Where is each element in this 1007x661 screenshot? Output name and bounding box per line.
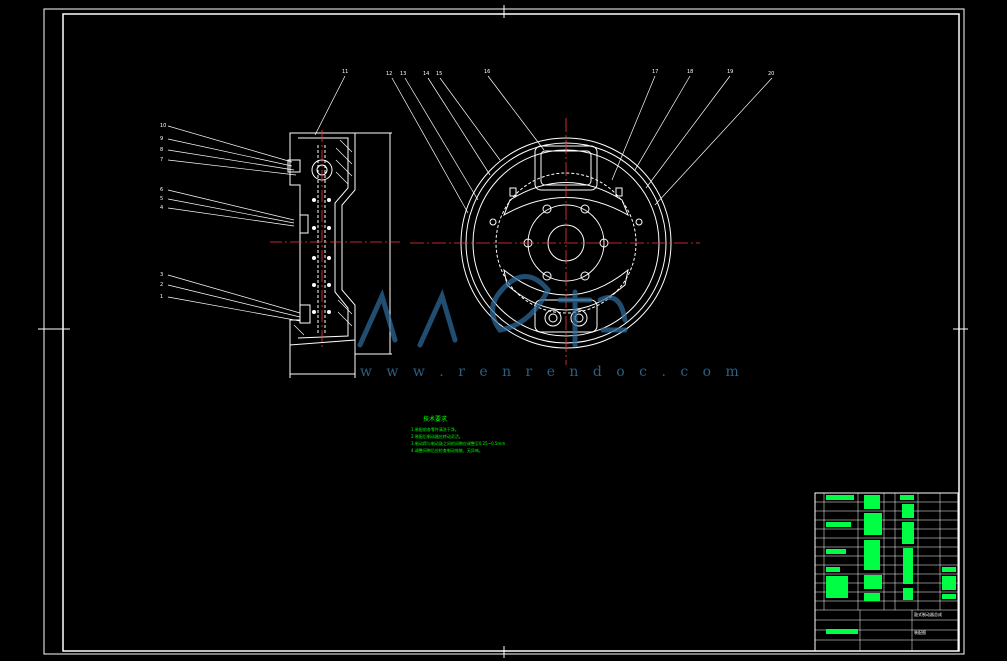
technical-notes: 技术要求 1.装配前各零件清洗干净。 2.装配后制动器应转动灵活。 3.制动蹄与… [411, 415, 505, 453]
section-view [287, 132, 392, 378]
callout-label: 16 [484, 69, 490, 75]
section-hatching [293, 139, 353, 336]
callout-label: 3 [160, 272, 163, 278]
title-block-name: 鼓式制动器总成 [914, 611, 942, 617]
callout-label: 5 [160, 196, 163, 202]
callout-label: 13 [400, 71, 406, 77]
callout-label: 9 [160, 136, 163, 142]
callout-label: 11 [342, 69, 348, 75]
callout-label: 14 [423, 71, 429, 77]
callout-label: 18 [687, 69, 693, 75]
title-block: 鼓式制动器总成 装配图 [814, 492, 959, 652]
callout-label: 2 [160, 282, 163, 288]
callout-label: 8 [160, 147, 163, 153]
callout-label: 10 [160, 123, 166, 129]
note-line: 3.制动蹄与制动鼓之间的间隙应调整至0.25~0.5mm [411, 440, 505, 446]
watermark-url: w w w . r e n r e n d o c . c o m [360, 364, 744, 380]
callout-label: 4 [160, 205, 163, 211]
callout-label: 1 [160, 294, 163, 300]
front-callouts: 12 13 14 15 16 17 18 19 20 [386, 69, 774, 77]
note-line: 4.调整间隙后应检查制动效能，无异响。 [411, 447, 483, 453]
notes-title: 技术要求 [423, 415, 447, 423]
front-leaders [391, 75, 773, 214]
note-line: 1.装配前各零件清洗干净。 [411, 426, 459, 432]
callout-label: 17 [652, 69, 658, 75]
callout-label: 15 [436, 71, 442, 77]
title-block-drawing-no: 装配图 [914, 629, 926, 635]
section-callouts: 11 10 9 8 7 6 5 4 3 2 1 [160, 69, 348, 300]
inner-border [62, 13, 960, 652]
section-bolts [312, 198, 331, 314]
callout-label: 12 [386, 71, 392, 77]
callout-label: 7 [160, 157, 163, 163]
callout-label: 19 [727, 69, 733, 75]
watermark-logo [357, 274, 628, 348]
section-leaders [167, 75, 346, 322]
note-line: 2.装配后制动器应转动灵活。 [411, 433, 463, 439]
callout-label: 6 [160, 187, 163, 193]
callout-label: 20 [768, 71, 774, 77]
